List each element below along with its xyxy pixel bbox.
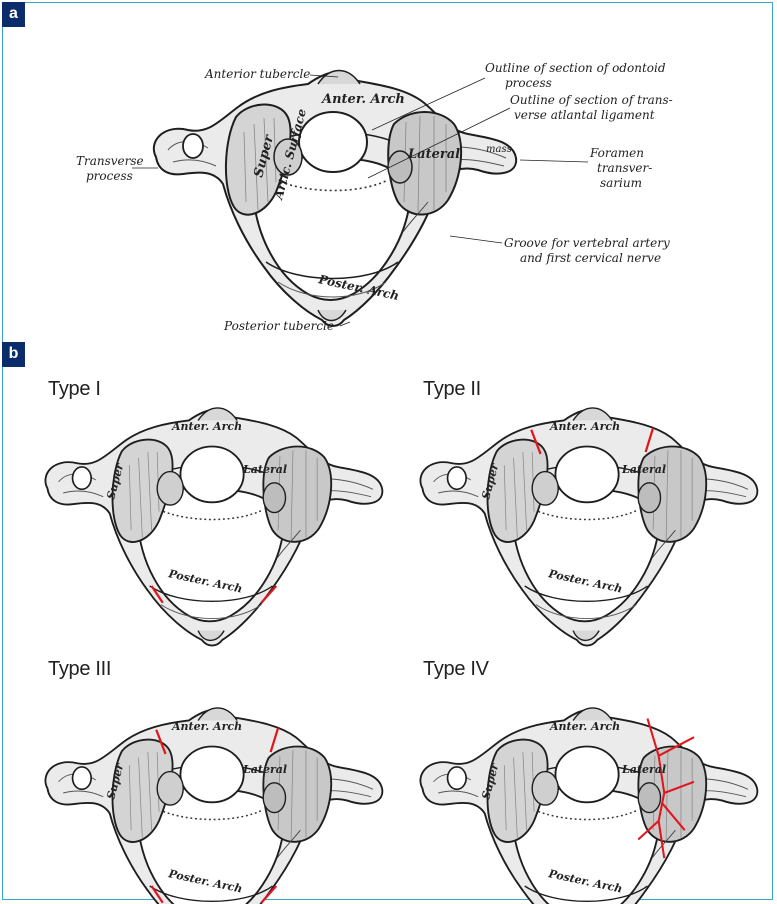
type3-lateral: Lateral bbox=[242, 763, 287, 776]
label-outline-ligament-2: verse atlantal ligament bbox=[514, 108, 655, 122]
type1-lateral: Lateral bbox=[242, 463, 287, 476]
bone-text-mass: mass bbox=[486, 144, 512, 155]
label-foramen-3: sarium bbox=[600, 176, 642, 190]
label-anterior-tubercle: Anterior tubercle bbox=[204, 67, 310, 81]
label-foramen-2: transver- bbox=[597, 161, 652, 175]
type4-anter-arch: Anter. Arch bbox=[549, 720, 620, 733]
type-2-label: Type II bbox=[423, 378, 481, 401]
label-foramen-1: Foramen bbox=[589, 146, 644, 160]
label-groove-2: and first cervical nerve bbox=[520, 251, 661, 265]
label-transverse-process-2: process bbox=[86, 169, 133, 183]
label-outline-odontoid-2: process bbox=[505, 76, 552, 90]
atlas-type-3 bbox=[45, 708, 382, 904]
type-4-label: Type IV bbox=[423, 658, 489, 681]
type-3-label: Type III bbox=[48, 658, 111, 681]
label-posterior-tubercle: Posterior tubercle bbox=[223, 319, 334, 333]
label-outline-ligament-1: Outline of section of trans- bbox=[510, 93, 673, 107]
atlas-type-1 bbox=[45, 408, 382, 646]
label-outline-odontoid-1: Outline of section of odontoid bbox=[485, 61, 666, 75]
type2-lateral: Lateral bbox=[621, 463, 666, 476]
bone-text-anter-arch: Anter. Arch bbox=[320, 92, 405, 107]
type3-anter-arch: Anter. Arch bbox=[171, 720, 242, 733]
type1-anter-arch: Anter. Arch bbox=[171, 420, 242, 433]
label-transverse-process-1: Transverse bbox=[76, 154, 144, 168]
atlas-type-2 bbox=[420, 408, 757, 646]
type2-anter-arch: Anter. Arch bbox=[549, 420, 620, 433]
type4-lateral: Lateral bbox=[621, 763, 666, 776]
label-groove-1: Groove for vertebral artery bbox=[504, 236, 670, 250]
type-1-label: Type I bbox=[48, 378, 101, 401]
